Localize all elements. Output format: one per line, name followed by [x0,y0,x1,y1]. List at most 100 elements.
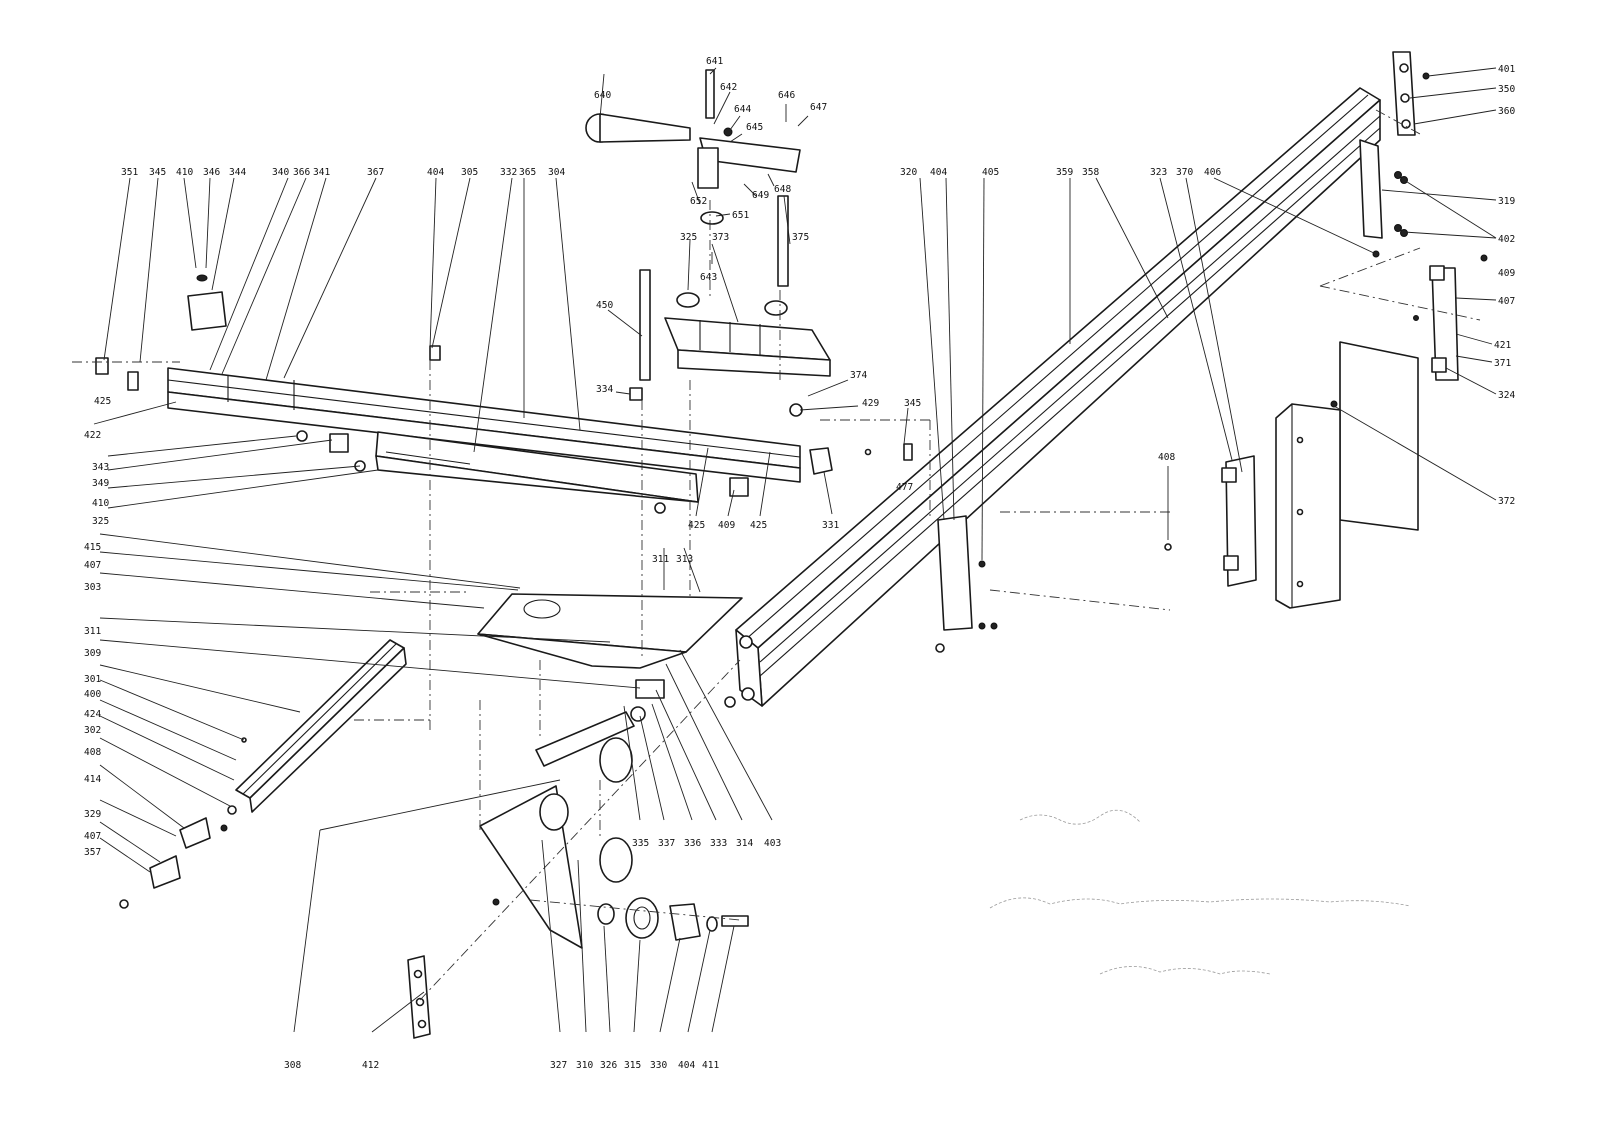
part-label-425: 425 [688,520,705,531]
part-label-372: 372 [1498,496,1515,507]
part-label-313: 313 [676,554,693,565]
part-label-314: 314 [736,838,753,849]
part-label-315: 315 [624,1060,641,1071]
bolt-stack [597,897,749,941]
part-label-409: 409 [718,520,735,531]
side-panel-372 [1275,341,1419,609]
part-label-640: 640 [594,90,611,101]
long-rail-359 [735,87,1381,707]
part-label-335: 335 [632,838,649,849]
part-label-365: 365 [519,167,536,178]
part-label-644: 644 [734,104,751,115]
part-label-652: 652 [690,196,707,207]
part-label-429: 429 [862,398,879,409]
part-label-401: 401 [1498,64,1515,75]
bracket-319 [1359,139,1408,258]
part-label-360: 360 [1498,106,1515,117]
part-label-319: 319 [1498,196,1515,207]
part-label-450: 450 [596,300,613,311]
part-label-421: 421 [1494,340,1511,351]
part-label-407: 407 [84,831,101,842]
fasteners [227,345,913,815]
part-label-331: 331 [822,520,839,531]
part-label-333: 333 [710,838,727,849]
part-label-409: 409 [1498,268,1515,279]
part-label-325: 325 [680,232,697,243]
part-label-647: 647 [810,102,827,113]
part-label-302: 302 [84,725,101,736]
part-label-415: 415 [84,542,101,553]
part-label-311: 311 [652,554,669,565]
part-label-344: 344 [229,167,246,178]
part-label-366: 366 [293,167,310,178]
part-label-308: 308 [284,1060,301,1071]
part-label-326: 326 [600,1060,617,1071]
bracket-329 [119,817,228,909]
part-label-412: 412 [362,1060,379,1071]
part-label-334: 334 [596,384,613,395]
part-label-358: 358 [1082,167,1099,178]
part-label-349: 349 [92,478,109,489]
part-label-332: 332 [500,167,517,178]
part-label-311: 311 [84,626,101,637]
part-label-324: 324 [1498,390,1515,401]
slide-block-373 [664,292,831,377]
part-label-357: 357 [84,847,101,858]
part-label-404: 404 [427,167,444,178]
part-label-402: 402 [1498,234,1515,245]
part-label-651: 651 [732,210,749,221]
pins [629,195,789,401]
part-labels: 351 345 410 346 344 340 366 341 367 404 … [84,56,1515,1071]
part-label-405: 405 [982,167,999,178]
bracket-323 [1164,455,1257,587]
part-label-408: 408 [1158,452,1175,463]
part-label-406: 406 [1204,167,1221,178]
end-pieces-left [95,274,227,391]
part-label-648: 648 [774,184,791,195]
part-label-649: 649 [752,190,769,201]
part-label-373: 373 [712,232,729,243]
part-label-374: 374 [850,370,867,381]
part-label-330: 330 [650,1060,667,1071]
part-label-309: 309 [84,648,101,659]
part-label-345: 345 [904,398,921,409]
part-label-403: 403 [764,838,781,849]
part-label-370: 370 [1176,167,1193,178]
end-plate-412 [407,898,500,1039]
part-label-425: 425 [750,520,767,531]
clamp-assembly-308 [479,679,665,949]
part-label-359: 359 [1056,167,1073,178]
assembly-lines [72,109,1481,1001]
hinge-bracket-371 [1413,254,1488,381]
rail-301 [235,639,407,813]
leader-lines [93,67,1497,1033]
part-label-425: 425 [94,396,111,407]
part-label-414: 414 [84,774,101,785]
part-label-411: 411 [702,1060,719,1071]
part-label-477: 477 [896,482,913,493]
arm-645 [585,69,801,225]
part-label-410: 410 [176,167,193,178]
part-label-346: 346 [203,167,220,178]
part-label-643: 643 [700,272,717,283]
part-label-646: 646 [778,90,795,101]
part-label-304: 304 [548,167,565,178]
support-320 [935,515,998,653]
part-label-345: 345 [149,167,166,178]
part-label-343: 343 [92,462,109,473]
part-label-641: 641 [706,56,723,67]
part-label-371: 371 [1494,358,1511,369]
tilt-plate-303 [477,593,743,669]
part-label-642: 642 [720,82,737,93]
part-label-408: 408 [84,747,101,758]
part-label-305: 305 [461,167,478,178]
part-label-329: 329 [84,809,101,820]
part-label-645: 645 [746,122,763,133]
part-label-310: 310 [576,1060,593,1071]
end-plate-top-right [1392,51,1430,136]
parts-geometry [95,51,1488,1039]
part-label-424: 424 [84,709,101,720]
part-label-375: 375 [792,232,809,243]
part-label-320: 320 [900,167,917,178]
part-label-303: 303 [84,582,101,593]
